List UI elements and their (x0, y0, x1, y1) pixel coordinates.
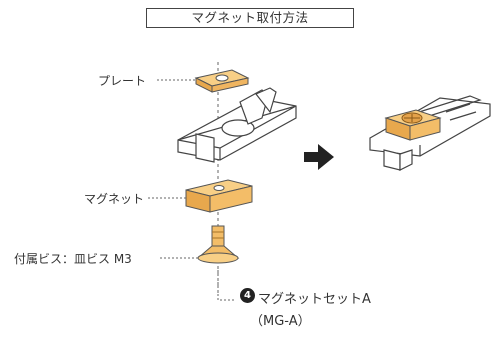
set-number-badge: 4 (240, 288, 255, 303)
plate-part (194, 69, 250, 93)
plate-label: プレート (98, 74, 147, 88)
holder-bracket-left (177, 87, 297, 163)
magnet-part (185, 179, 253, 213)
set-code-label: （MG-A） (250, 314, 311, 329)
screw-label: 付属ビス：皿ビス M3 (14, 252, 132, 266)
right-arrow-icon (304, 144, 334, 170)
set-name-label: マグネットセットA (258, 292, 371, 307)
diagram-title: マグネット取付方法 (146, 8, 354, 28)
magnet-assembled (384, 109, 442, 141)
set-leader-line (217, 266, 236, 301)
countersunk-screw-part (196, 225, 240, 264)
magnet-label: マグネット (84, 192, 145, 206)
